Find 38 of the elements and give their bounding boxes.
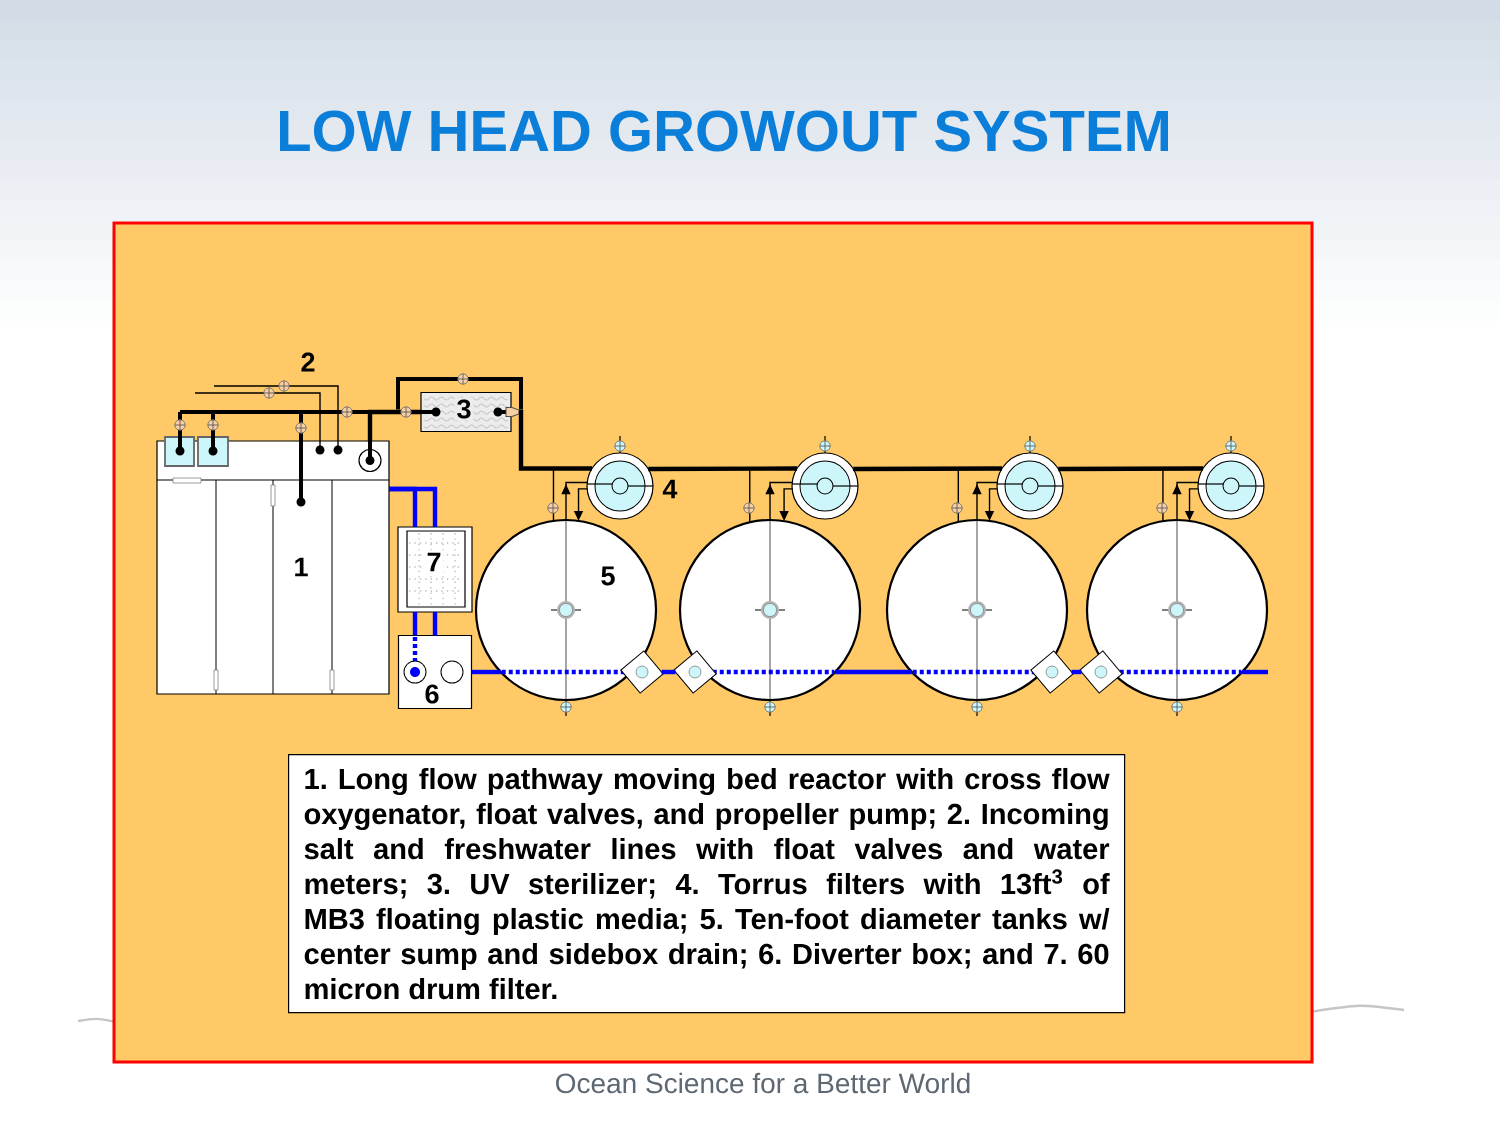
pipe	[661, 669, 676, 675]
pipe	[648, 466, 798, 472]
flow-arrow	[765, 481, 793, 521]
pipe	[1058, 466, 1204, 472]
pipe	[835, 669, 912, 675]
pipe	[213, 385, 339, 442]
round-tank	[1079, 518, 1269, 702]
flow-arrow	[972, 481, 998, 521]
note-box: 1. Long flow pathway moving bed reactor with cross flow oxygenator, float valves, and propeller pump; 2. Incoming salt and freshwater lines with float valves and water meters; 3. UV sterilizer; 4. Torrus filters with 13ft$^{3}$ of MB3 floating plastic media; 5. Ten-foot diameter tanks w/ center sump and sidebox drain; 6. Diverter box; and 7. 60 micron drum filter.	[288, 754, 1126, 1014]
pipe	[1057, 468, 1164, 522]
pipe	[518, 411, 555, 522]
pipe	[852, 468, 959, 523]
pipe	[518, 409, 592, 471]
filter-unit	[791, 452, 859, 520]
pipe	[367, 409, 421, 441]
filter-unit	[1197, 452, 1265, 520]
drum-filter: 7	[397, 526, 473, 613]
tagline: Ocean Science for a Better World	[556, 1072, 970, 1094]
flow-arrow	[1172, 481, 1199, 521]
pipe	[647, 468, 751, 524]
pipe	[389, 486, 438, 527]
pipe	[1242, 669, 1268, 675]
pipe	[432, 612, 438, 636]
flow-arrow	[561, 481, 588, 521]
callout-number: 4	[662, 479, 678, 499]
uv-sterilizer: 3	[420, 391, 520, 433]
pipe	[471, 669, 501, 675]
round-tank: 5	[474, 518, 664, 702]
callout-number: 2	[301, 352, 315, 372]
round-tank	[885, 518, 1074, 702]
title: LOW HEAD GROWOUT SYSTEM	[280, 110, 1168, 152]
filter-unit	[996, 452, 1064, 520]
round-tank	[673, 518, 862, 702]
filter-unit	[586, 452, 654, 520]
pipe	[412, 612, 418, 636]
pipe	[853, 466, 1003, 472]
pipe	[194, 392, 321, 442]
pipe	[1071, 669, 1082, 675]
